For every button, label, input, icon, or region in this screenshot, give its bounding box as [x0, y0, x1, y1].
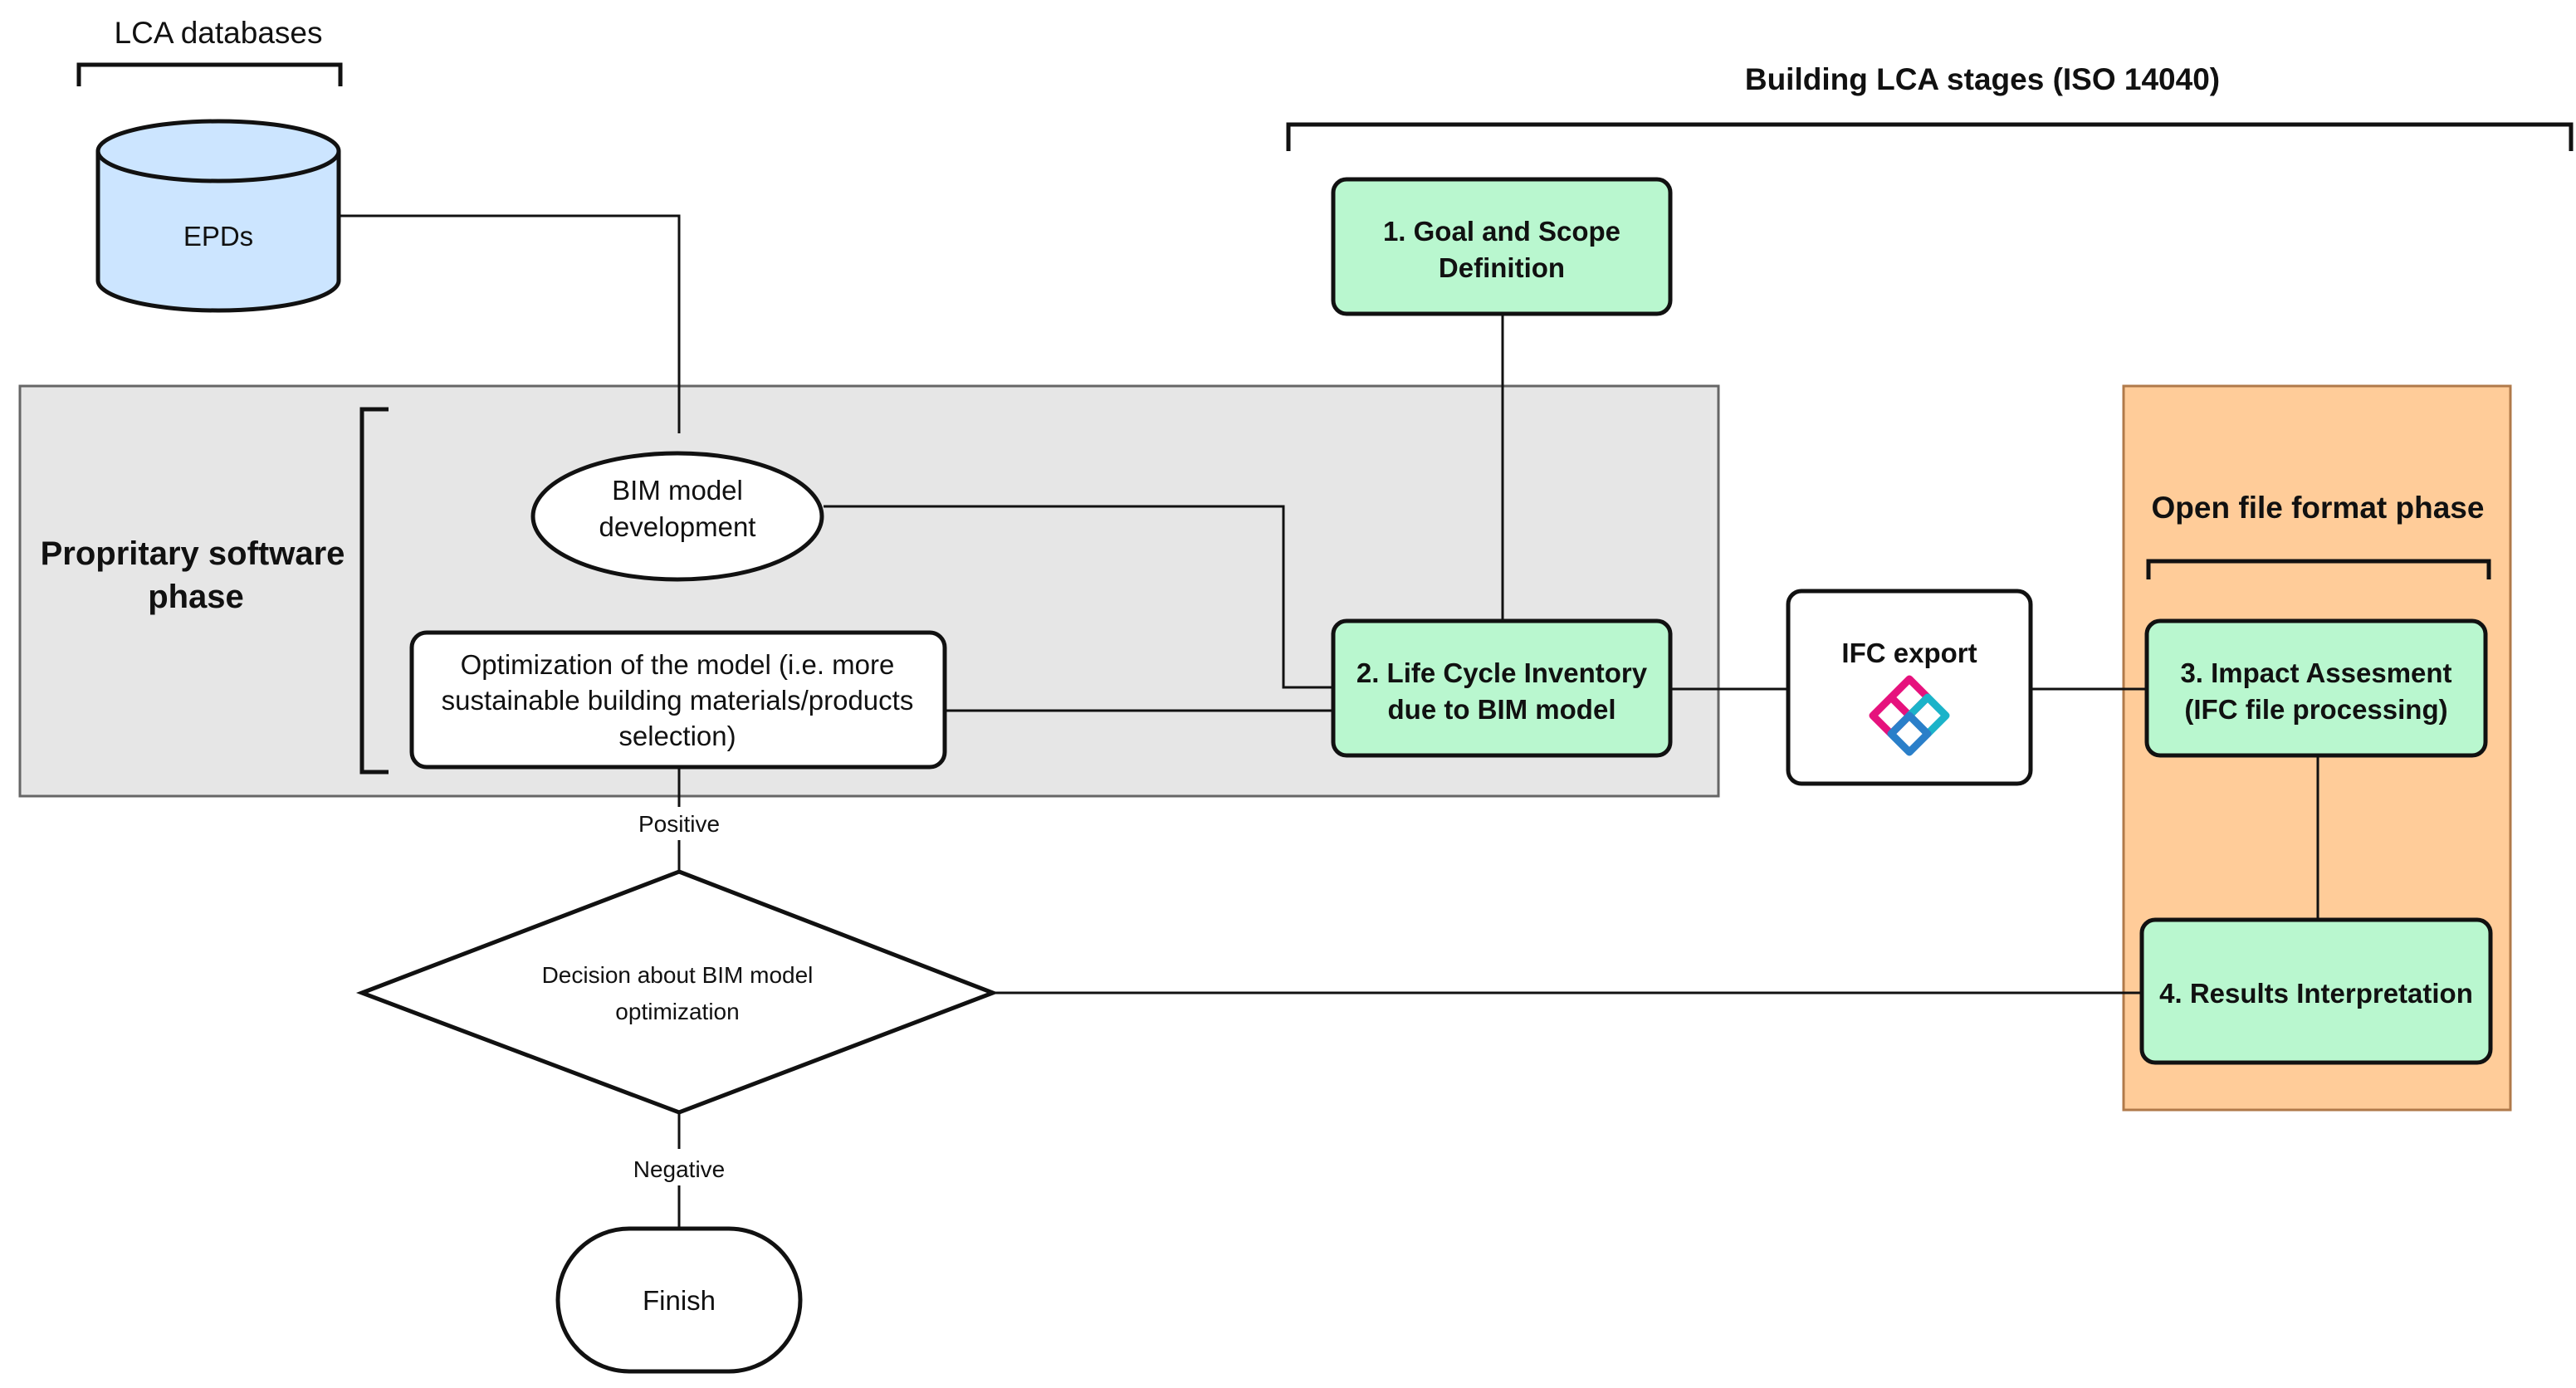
- decision-line-1: Decision about BIM model: [542, 962, 814, 988]
- decision-diamond: Decision about BIM model optimization: [355, 869, 999, 1115]
- epds-label: EPDs: [183, 221, 253, 252]
- optimization-box: Optimization of the model (i.e. more sus…: [409, 630, 947, 770]
- ifc-logo-icon: [1869, 675, 1950, 756]
- goal-scope-line-1: 1. Goal and Scope: [1383, 216, 1620, 247]
- inventory-line-1: 2. Life Cycle Inventory: [1356, 657, 1648, 688]
- open-format-phase-label: Open file format phase: [2152, 491, 2485, 525]
- epd-database-cylinder: EPDs: [95, 119, 341, 313]
- finish-terminator: Finish: [555, 1226, 803, 1374]
- decision-line-2: optimization: [615, 999, 739, 1024]
- inventory-line-2: due to BIM model: [1388, 694, 1616, 725]
- cylinder-top: [95, 119, 341, 183]
- optimization-line-2: sustainable building materials/products: [442, 685, 914, 716]
- optimization-line-3: selection): [618, 721, 736, 751]
- proprietary-phase-label-line-1: Propritary software: [41, 535, 345, 572]
- stage-life-cycle-inventory-box: 2. Life Cycle Inventory due to BIM model: [1331, 618, 1673, 758]
- ifc-export-box: IFC export: [1786, 589, 2033, 786]
- bim-model-line-2: development: [599, 511, 756, 542]
- results-label: 4. Results Interpretation: [2159, 978, 2473, 1009]
- stage-goal-scope-box: 1. Goal and Scope Definition: [1331, 177, 1673, 316]
- positive-label: Positive: [638, 811, 720, 837]
- open-format-bracket: [2146, 559, 2491, 579]
- finish-label: Finish: [643, 1285, 716, 1316]
- optimization-line-1: Optimization of the model (i.e. more: [461, 649, 895, 680]
- impact-line-1: 3. Impact Assesment: [2180, 657, 2451, 688]
- proprietary-phase-bracket: [359, 407, 389, 775]
- connectors: [340, 214, 2319, 1229]
- building-stages-bracket: [1286, 122, 2574, 151]
- stage-results-interpretation-box: 4. Results Interpretation: [2139, 917, 2493, 1065]
- bim-model-development-node: BIM model development: [530, 451, 824, 582]
- ifc-export-label: IFC export: [1841, 638, 1977, 668]
- stage-impact-assessment-box: 3. Impact Assesment (IFC file processing…: [2144, 618, 2488, 758]
- proprietary-phase-label-line-2: phase: [148, 579, 244, 615]
- lca-databases-label: LCA databases: [115, 16, 323, 50]
- connector-bim-to-inventory: [824, 505, 1335, 689]
- goal-scope-line-2: Definition: [1439, 252, 1565, 283]
- building-stages-header: Building LCA stages (ISO 14040): [1745, 62, 2220, 96]
- lca-databases-bracket: [76, 62, 343, 86]
- negative-label: Negative: [633, 1156, 726, 1182]
- impact-line-2: (IFC file processing): [2184, 694, 2447, 725]
- cylinder-body: [95, 151, 341, 313]
- connector-epd-to-bim: [340, 214, 681, 433]
- bim-model-line-1: BIM model: [612, 475, 743, 506]
